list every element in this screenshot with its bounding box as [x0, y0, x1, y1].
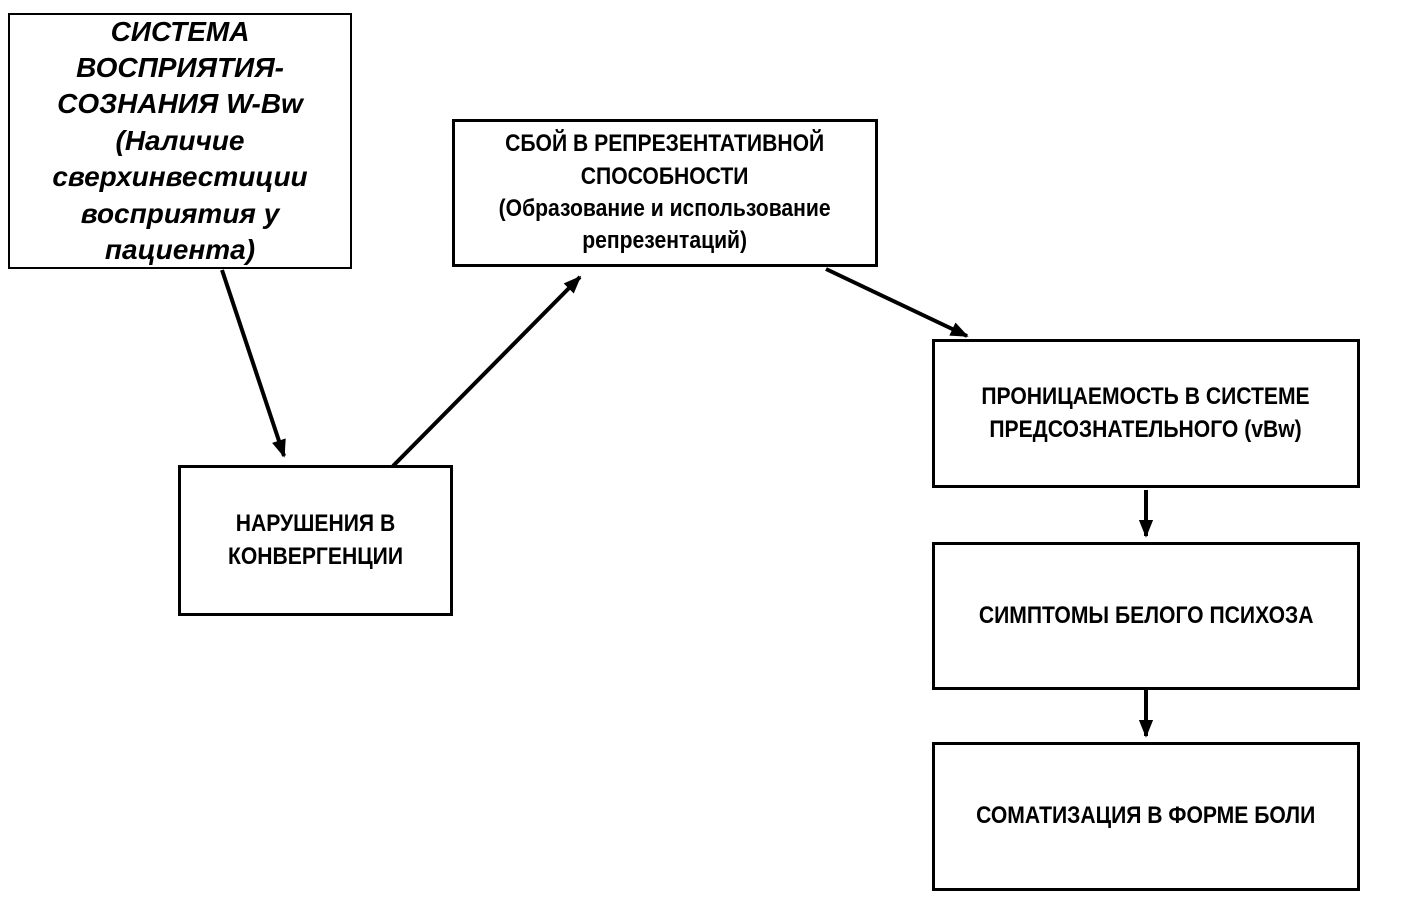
node-white-psychosis-symptoms-label: СИМПТОМЫ БЕЛОГО ПСИХОЗА — [978, 601, 1314, 629]
node-somatization-pain-label: СОМАТИЗАЦИЯ В ФОРМЕ БОЛИ — [976, 802, 1316, 830]
node-preconscious-permeability: ПРОНИЦАЕМОСТЬ В СИСТЕМЕ ПРЕДСОЗНАТЕЛЬНОГ… — [932, 339, 1360, 488]
node-perception-consciousness-system-label: СИСТЕМА ВОСПРИЯТИЯ- СОЗНАНИЯ W-Bw (Налич… — [52, 15, 308, 265]
node-white-psychosis-symptoms: СИМПТОМЫ БЕЛОГО ПСИХОЗА — [932, 542, 1360, 690]
node-convergence-disorders: НАРУШЕНИЯ В КОНВЕРГЕНЦИИ — [178, 465, 453, 616]
arrow-representation-to-permeability — [825, 267, 969, 338]
arrow-convergence-to-representation — [391, 275, 582, 468]
node-representation-failure: СБОЙ В РЕПРЕЗЕНТАТИВНОЙ СПОСОБНОСТИ (Обр… — [452, 119, 878, 267]
node-preconscious-permeability-label: ПРОНИЦАЕМОСТЬ В СИСТЕМЕ ПРЕДСОЗНАТЕЛЬНОГ… — [981, 383, 1311, 443]
node-perception-consciousness-system: СИСТЕМА ВОСПРИЯТИЯ- СОЗНАНИЯ W-Bw (Налич… — [8, 13, 352, 269]
node-representation-failure-label: СБОЙ В РЕПРЕЗЕНТАТИВНОЙ СПОСОБНОСТИ (Обр… — [498, 130, 832, 255]
node-somatization-pain: СОМАТИЗАЦИЯ В ФОРМЕ БОЛИ — [932, 742, 1360, 891]
node-convergence-disorders-label: НАРУШЕНИЯ В КОНВЕРГЕНЦИИ — [227, 510, 404, 570]
arrow-wbw-to-convergence — [220, 269, 286, 458]
